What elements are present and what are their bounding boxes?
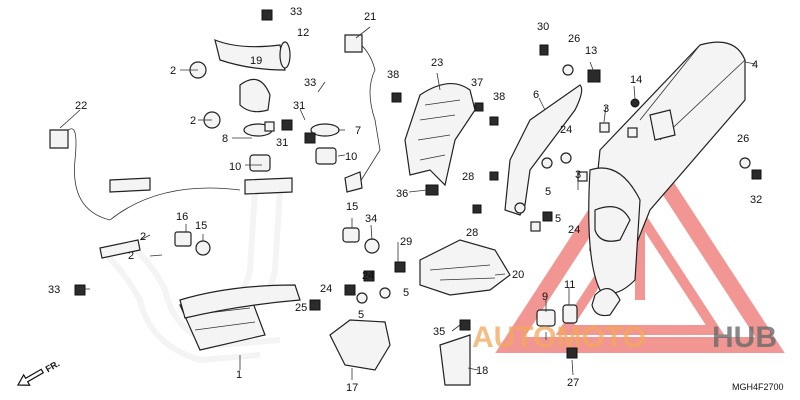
callout-38: 38 [493,91,505,103]
watermark-text: AUTOMOTO HUB [472,321,777,354]
exhaust-cover [404,83,476,187]
callout-29: 29 [400,236,412,248]
callout-7: 7 [355,125,361,137]
callout-16: 16 [176,211,188,223]
leader-lines [59,26,756,380]
exhaust-pipes [98,177,301,364]
callout-32: 32 [750,194,762,206]
callout-18: 18 [476,365,488,377]
watermark-part1: AUTOMOTO [472,321,646,354]
lower-heat-shield [419,239,511,296]
heat-protector [504,84,583,216]
callout-2: 2 [128,250,134,262]
callout-35: 35 [433,326,445,338]
callout-23: 23 [431,57,443,69]
callout-33: 33 [290,6,302,18]
stay-brackets [329,319,471,386]
callout-3: 3 [575,169,581,181]
callout-12: 12 [297,27,309,39]
callout-9: 9 [542,291,548,303]
callout-19: 19 [250,55,262,67]
callout-36: 36 [396,188,408,200]
callout-10: 10 [229,161,241,173]
callout-20: 20 [512,269,524,281]
callout-6: 6 [533,89,539,101]
callout-34: 34 [365,213,377,225]
callout-26: 26 [737,133,749,145]
muffler [588,41,746,317]
callout-22: 22 [75,100,87,112]
callout-5: 5 [358,309,364,321]
callout-37: 37 [471,77,483,89]
callout-14: 14 [630,74,642,86]
callout-1: 1 [236,369,242,381]
callout-15: 15 [195,220,207,232]
callout-17: 17 [346,382,358,394]
callout-11: 11 [564,279,575,291]
callout-24: 24 [362,270,374,282]
callout-5: 5 [555,213,561,225]
callout-3: 3 [603,103,609,115]
callout-30: 30 [537,21,549,33]
diagram-code: MGH4F2700 [732,382,784,392]
callout-28: 28 [466,227,478,239]
callout-13: 13 [585,45,597,57]
callout-21: 21 [364,11,376,23]
callout-25: 25 [295,302,307,314]
callout-2: 2 [190,115,196,127]
callout-31: 31 [276,137,288,149]
callout-38: 38 [387,69,399,81]
joint-pipe-group [189,39,340,172]
callout-2: 2 [170,65,176,77]
callout-33: 33 [304,77,316,89]
callout-33: 33 [48,284,60,296]
callout-10: 10 [345,151,357,163]
callout-5: 5 [403,287,409,299]
watermark-part2: HUB [712,321,777,354]
callout-15: 15 [346,201,358,213]
callout-31: 31 [293,100,305,112]
callout-24: 24 [568,224,580,236]
callout-28: 28 [462,171,474,183]
callout-8: 8 [222,133,228,145]
callout-27: 27 [567,377,579,389]
direction-label: FR. [44,358,62,374]
callout-2: 2 [140,231,146,243]
callout-24: 24 [560,124,572,136]
front-direction-arrow: FR. [16,358,62,386]
callout-24: 24 [320,283,332,295]
o2-sensor-wires [49,34,381,221]
fasteners [74,9,762,359]
callout-numbers: 1 2 2 2 2 3 3 4 5 5 5 5 6 7 8 9 10 10 11… [48,6,762,394]
callout-4: 4 [752,59,758,71]
callout-26: 26 [568,33,580,45]
callout-5: 5 [545,186,551,198]
